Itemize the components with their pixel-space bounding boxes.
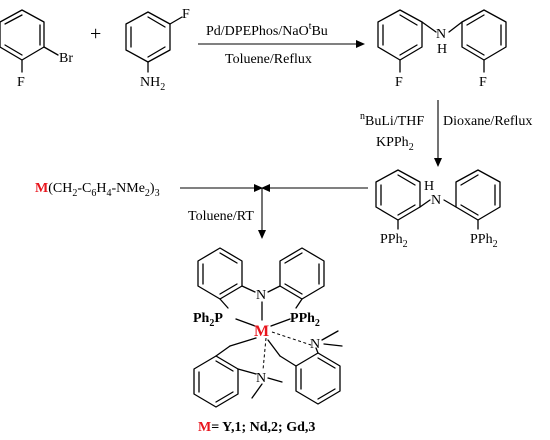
step2-base-label: nBuLi/THF bbox=[360, 111, 424, 129]
complex-metal-label: M bbox=[254, 323, 269, 340]
amine-n-label: N bbox=[436, 27, 446, 42]
pnp-ligand-structure: N H PPh2 PPh2 bbox=[375, 169, 501, 250]
metal-caption: M= Y,1; Nd,2; Gd,3 bbox=[198, 420, 315, 435]
fluorine-label-1: F bbox=[17, 75, 25, 90]
amine-n-left: N bbox=[256, 371, 266, 386]
step2-phosphide-label: KPPh2 bbox=[376, 135, 414, 153]
complex-n-label: N bbox=[256, 288, 266, 303]
step3-arrow-group: M(CH2-C6H4-NMe2)3 Toluene/RT bbox=[35, 181, 368, 239]
fluorine-label-4: F bbox=[479, 75, 487, 90]
step1-arrow-group: Pd/DPEPhos/NaOtBu Toluene/Reflux bbox=[198, 21, 365, 67]
step2-arrow-group: nBuLi/THF KPPh2 Dioxane/Reflux bbox=[360, 100, 532, 167]
step1-catalyst-label: Pd/DPEPhos/NaOtBu bbox=[206, 21, 328, 39]
metal-reagent-formula: M(CH2-C6H4-NMe2)3 bbox=[35, 181, 160, 199]
step2-solvent-label: Dioxane/Reflux bbox=[443, 114, 532, 129]
step3-solvent-label: Toluene/RT bbox=[188, 209, 254, 224]
fluorine-label-3: F bbox=[395, 75, 403, 90]
bromofluorobenzene-structure: Br F bbox=[0, 9, 73, 90]
complex-pph2-label-1: Ph2P bbox=[193, 311, 223, 329]
difluorodiphenylamine-structure: N H F F bbox=[377, 9, 507, 90]
ligand-pph2-label-2: PPh2 bbox=[470, 232, 498, 250]
complex-pph2-label-2: PPh2 bbox=[290, 311, 320, 329]
fluorine-label-2: F bbox=[182, 7, 190, 22]
ligand-pph2-label-1: PPh2 bbox=[380, 232, 408, 250]
step1-solvent-label: Toluene/Reflux bbox=[225, 52, 312, 67]
ligand-n-label: N bbox=[431, 193, 441, 208]
ligand-h-label: H bbox=[424, 179, 434, 194]
bromine-label: Br bbox=[59, 51, 73, 66]
amine-h-label: H bbox=[437, 42, 447, 57]
fluoroaniline-structure: F NH2 bbox=[125, 7, 190, 93]
metal-complex-structure: N Ph2P PPh2 M N N bbox=[193, 247, 343, 408]
plus-sign: + bbox=[90, 23, 101, 45]
amine-n-right: N bbox=[310, 337, 320, 352]
amine-label: NH2 bbox=[140, 75, 165, 93]
